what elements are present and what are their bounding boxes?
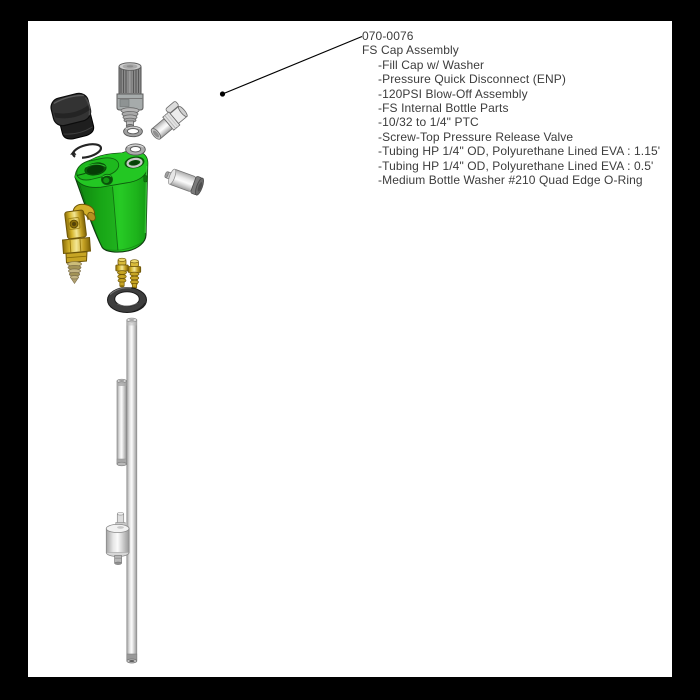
hose-barb-fitting-right [127, 259, 142, 289]
bottle-washer-part [107, 287, 148, 313]
component-line: -Fill Cap w/ Washer [378, 57, 485, 72]
component-line: -120PSI Blow-Off Assembly [378, 86, 528, 101]
tube-short-part [116, 378, 127, 467]
parts-callout: 070-0076 FS Cap Assembly -Fill Cap w/ Wa… [362, 29, 672, 187]
fill-cap-part [50, 92, 95, 140]
component-line: -Tubing HP 1/4" OD, Polyurethane Lined E… [378, 144, 661, 159]
tube-long-part [126, 317, 138, 664]
component-line: -Screw-Top Pressure Release Valve [378, 129, 574, 144]
retaining-ring-part [70, 143, 103, 159]
component-line: -Pressure Quick Disconnect (ENP) [378, 72, 566, 87]
component-line: -Tubing HP 1/4" OD, Polyurethane Lined E… [378, 158, 654, 173]
leader-dot [219, 91, 226, 97]
cap-body-part [74, 150, 149, 253]
blow-off-assembly-part [164, 168, 204, 196]
o-ring-small-upper [123, 125, 143, 138]
part-number: 070-0076 [362, 29, 414, 43]
quick-disconnect-part [150, 101, 188, 140]
hose-barb-fitting-left [115, 257, 129, 288]
pressure-release-valve-part [116, 62, 144, 128]
component-line: -10/32 to 1/4" PTC [378, 115, 479, 130]
exploded-view-diagram [50, 35, 363, 664]
brass-elbow-fitting-part [61, 203, 96, 285]
drawing-canvas: 070-0076 FS Cap Assembly -Fill Cap w/ Wa… [28, 21, 672, 677]
assembly-name: FS Cap Assembly [362, 43, 459, 58]
leader-line [219, 35, 363, 97]
o-ring-seat [125, 143, 146, 156]
component-line: -Medium Bottle Washer #210 Quad Edge O-R… [378, 173, 643, 188]
component-line: -FS Internal Bottle Parts [378, 101, 509, 116]
inline-filter-part [105, 512, 130, 565]
